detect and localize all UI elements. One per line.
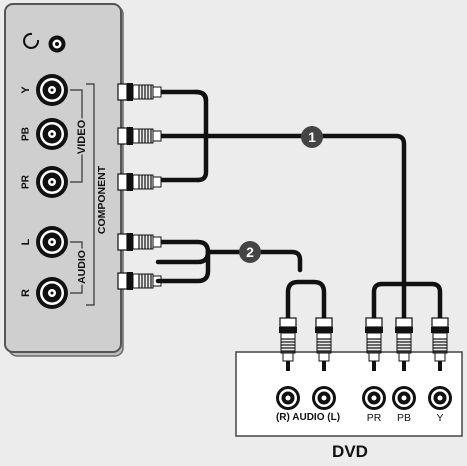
dvd-label-y: Y xyxy=(436,412,443,424)
dvd-label-pb: PB xyxy=(397,412,411,424)
svg-text:1: 1 xyxy=(308,129,316,145)
dvd-label-pr: PR xyxy=(367,412,382,424)
audio-group-label: AUDIO xyxy=(76,250,88,284)
component-group-label: COMPONENT xyxy=(96,165,108,234)
group-brackets xyxy=(70,83,95,306)
plug-audio-l xyxy=(117,232,162,252)
svg-text:2: 2 xyxy=(246,244,254,260)
jack-pr[interactable] xyxy=(36,166,68,198)
dvd-audio-label: (R) AUDIO (L) xyxy=(276,412,340,423)
cable-audio-r xyxy=(155,249,211,284)
dvd-jack-audio-r[interactable] xyxy=(276,386,300,410)
dvd-jack-audio-l[interactable] xyxy=(312,386,336,410)
plug-audio-r xyxy=(117,271,162,291)
video-group-label: VIDEO xyxy=(76,119,88,154)
cable-bundle xyxy=(155,89,443,329)
dvd-box xyxy=(235,351,463,437)
headphone-icon xyxy=(23,32,66,53)
callout-2: 2 xyxy=(239,241,261,263)
jack-label-y: Y xyxy=(20,86,32,94)
dvd-jack-pr[interactable] xyxy=(362,386,386,410)
plug-pb xyxy=(117,126,162,146)
jack-audio-l[interactable] xyxy=(36,226,68,258)
jack-label-pb: PB xyxy=(21,127,32,141)
callout-1: 1 xyxy=(301,126,323,148)
jack-audio-r[interactable] xyxy=(36,277,68,309)
jack-label-r: R xyxy=(20,289,32,297)
jack-label-pr: PR xyxy=(21,174,32,189)
jack-pb[interactable] xyxy=(36,118,68,150)
dvd-jack-pb[interactable] xyxy=(392,386,416,410)
jack-label-l: L xyxy=(20,238,32,245)
jack-y[interactable] xyxy=(36,74,68,106)
dvd-device-label: DVD xyxy=(332,442,368,461)
plug-y xyxy=(117,82,162,102)
dvd-jack-y[interactable] xyxy=(428,386,452,410)
plug-pr xyxy=(117,172,162,192)
